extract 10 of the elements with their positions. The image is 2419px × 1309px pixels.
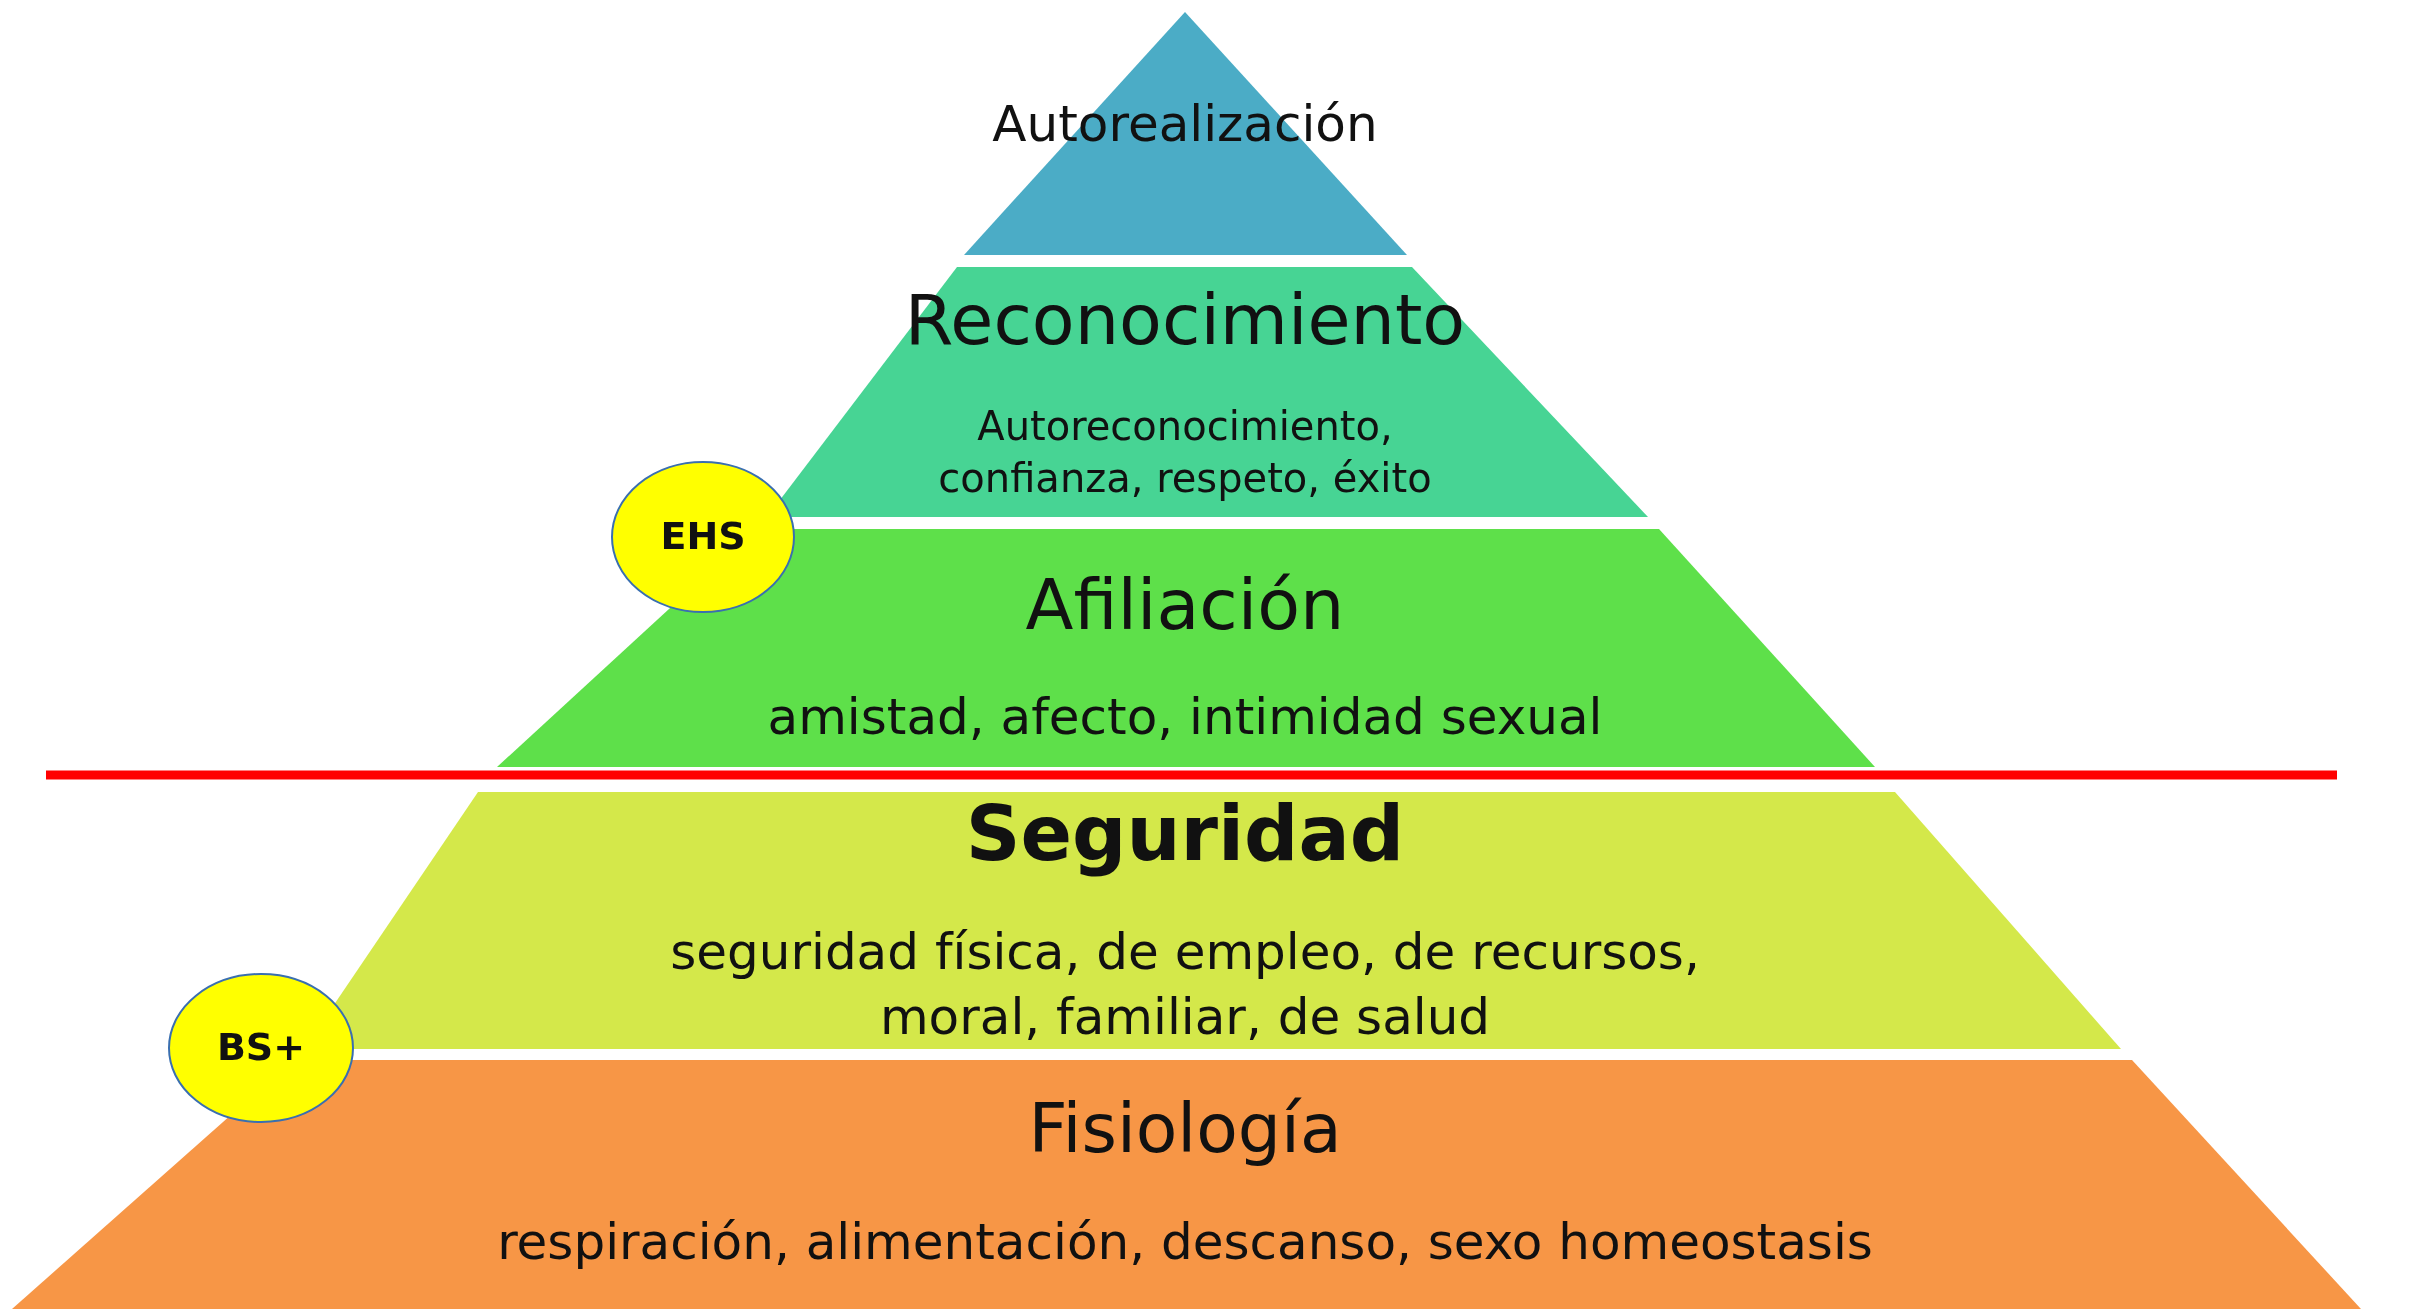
layer-title: Fisiología	[1027, 1088, 1343, 1170]
layer-description: Autoreconocimiento, confianza, respeto, éxito	[937, 402, 1433, 503]
layer-title: Seguridad	[964, 788, 1406, 880]
badge-label: EHS	[659, 513, 747, 561]
layer-description: respiración, alimentación, descanso, sexo homeostasis	[496, 1212, 1874, 1273]
layer-title: Reconocimiento	[903, 278, 1467, 363]
layer-description: seguridad física, de empleo, de recursos, moral, familiar, de salud	[669, 922, 1701, 1048]
badge-label: BS+	[215, 1024, 307, 1072]
layer-description: amistad, afecto, intimidad sexual	[766, 687, 1604, 748]
layer-title: Afiliación	[1024, 563, 1346, 648]
